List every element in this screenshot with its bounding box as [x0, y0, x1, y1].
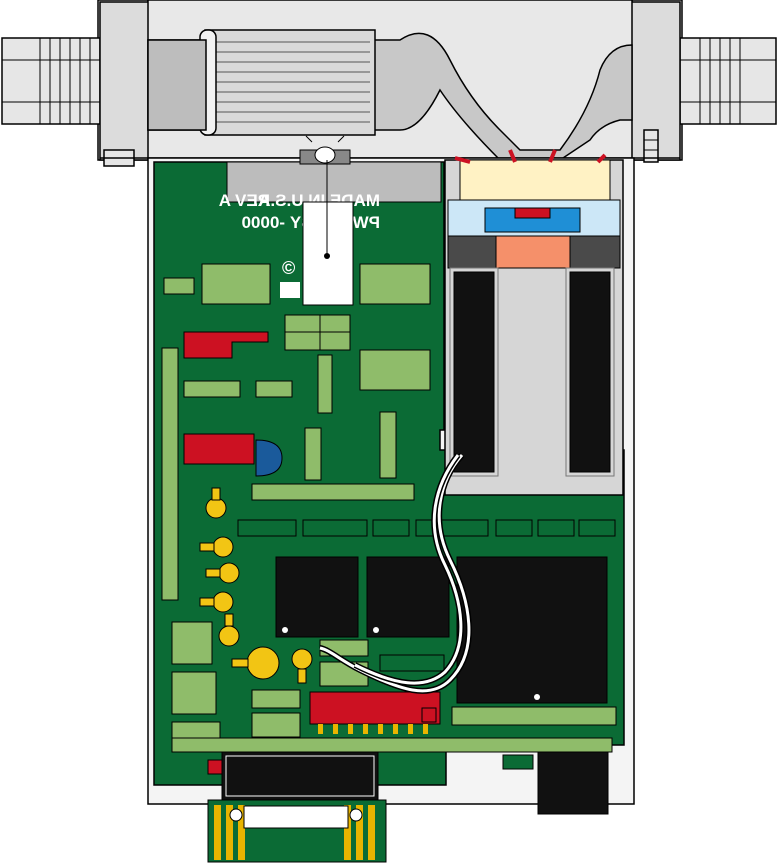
- resistor-row-4: [415, 519, 489, 537]
- small-green-part: [502, 754, 534, 770]
- connector-white-insert: [243, 805, 349, 829]
- green-chip-9: [251, 712, 301, 738]
- trimmer-pots: [199, 487, 313, 684]
- resistor-vertical-2: [304, 427, 322, 481]
- trimmer-pot-1: [205, 497, 227, 519]
- sensor-red-element: [514, 207, 551, 219]
- trimmer-pot-2: [212, 536, 234, 558]
- red-wire-left: [454, 156, 471, 164]
- left-vertical-header: [161, 347, 179, 601]
- green-chip-7: [171, 721, 221, 739]
- pcb-label-rev: REV A: [219, 191, 270, 210]
- connector-screw-left: [229, 808, 243, 822]
- resistor-row-5: [495, 519, 533, 537]
- logo-mark: [280, 282, 300, 298]
- green-chip-6: [171, 671, 217, 715]
- trimmer-pot-5: [218, 625, 240, 647]
- red-capacitor-2: [183, 433, 255, 465]
- d-sub-connector: [207, 751, 387, 863]
- red-capacitor-1: [183, 331, 269, 359]
- resistor-2: [255, 380, 293, 398]
- sensor-black-bar-left: [453, 271, 495, 473]
- sensor-housing: [1, 0, 777, 167]
- green-chip-3: [359, 349, 431, 391]
- right-thread-lines: [680, 38, 776, 124]
- green-chip-5: [171, 621, 213, 665]
- pcb-label-part-number: -0000: [242, 213, 285, 232]
- dip-switch-pins: [318, 724, 428, 734]
- trimmer-pot-3: [218, 562, 240, 584]
- green-chip-small-1: [163, 277, 195, 295]
- resistor-vertical-3: [379, 411, 397, 479]
- sensor-left-frame: [449, 267, 499, 477]
- resistor-row-7: [578, 519, 616, 537]
- black-ic-3: [456, 556, 608, 704]
- bottom-header-right: [451, 706, 617, 726]
- trimmer-pot-large: [246, 646, 280, 680]
- trimmer-pot-4: [212, 591, 234, 613]
- pcb-components: [161, 263, 617, 753]
- horizontal-header: [251, 483, 415, 501]
- green-chip-12: [379, 654, 445, 672]
- sensor-right-frame: [565, 267, 615, 477]
- left-fitting-thread: [1, 37, 101, 125]
- bottom-header-long: [171, 737, 613, 753]
- sensor-tab: [302, 160, 354, 306]
- power-jack: [537, 751, 609, 815]
- resistor-1: [183, 380, 241, 398]
- connector-red-tab: [207, 759, 223, 775]
- black-ic-2: [366, 556, 450, 638]
- connector-screw-right: [349, 808, 363, 822]
- sensor-salmon-block: [495, 235, 571, 269]
- edge-contacts: [214, 805, 375, 860]
- right-fitting-thread: [679, 37, 777, 125]
- resistor-row-2: [302, 519, 368, 537]
- resistor-row-1: [237, 519, 297, 537]
- resistor-vertical-1: [317, 354, 333, 414]
- resistor-row-6: [537, 519, 575, 537]
- red-wire-center-left: [508, 149, 517, 163]
- red-wire-right: [596, 153, 607, 164]
- logo-copyright: ©: [282, 258, 295, 278]
- left-thread-lines: [2, 38, 100, 124]
- flow-element-lines: [215, 41, 370, 123]
- dip-switch: [309, 691, 441, 725]
- resistor-row-3: [372, 519, 410, 537]
- flow-element-inlet: [147, 39, 207, 131]
- green-chip-8: [251, 689, 301, 709]
- red-wire-center-right: [548, 149, 557, 163]
- black-ic-1: [275, 556, 359, 638]
- trimmer-pot-6: [291, 648, 313, 670]
- indicator-lamp: [299, 135, 351, 165]
- sensor-cap-yellow: [459, 159, 611, 205]
- green-chip-1: [201, 263, 271, 305]
- sensor-module: [444, 159, 624, 496]
- mounting-screw-right: [643, 129, 659, 163]
- sensor-black-bar-right: [569, 271, 611, 473]
- green-chip-2: [359, 263, 431, 305]
- blue-transistor: [255, 439, 283, 477]
